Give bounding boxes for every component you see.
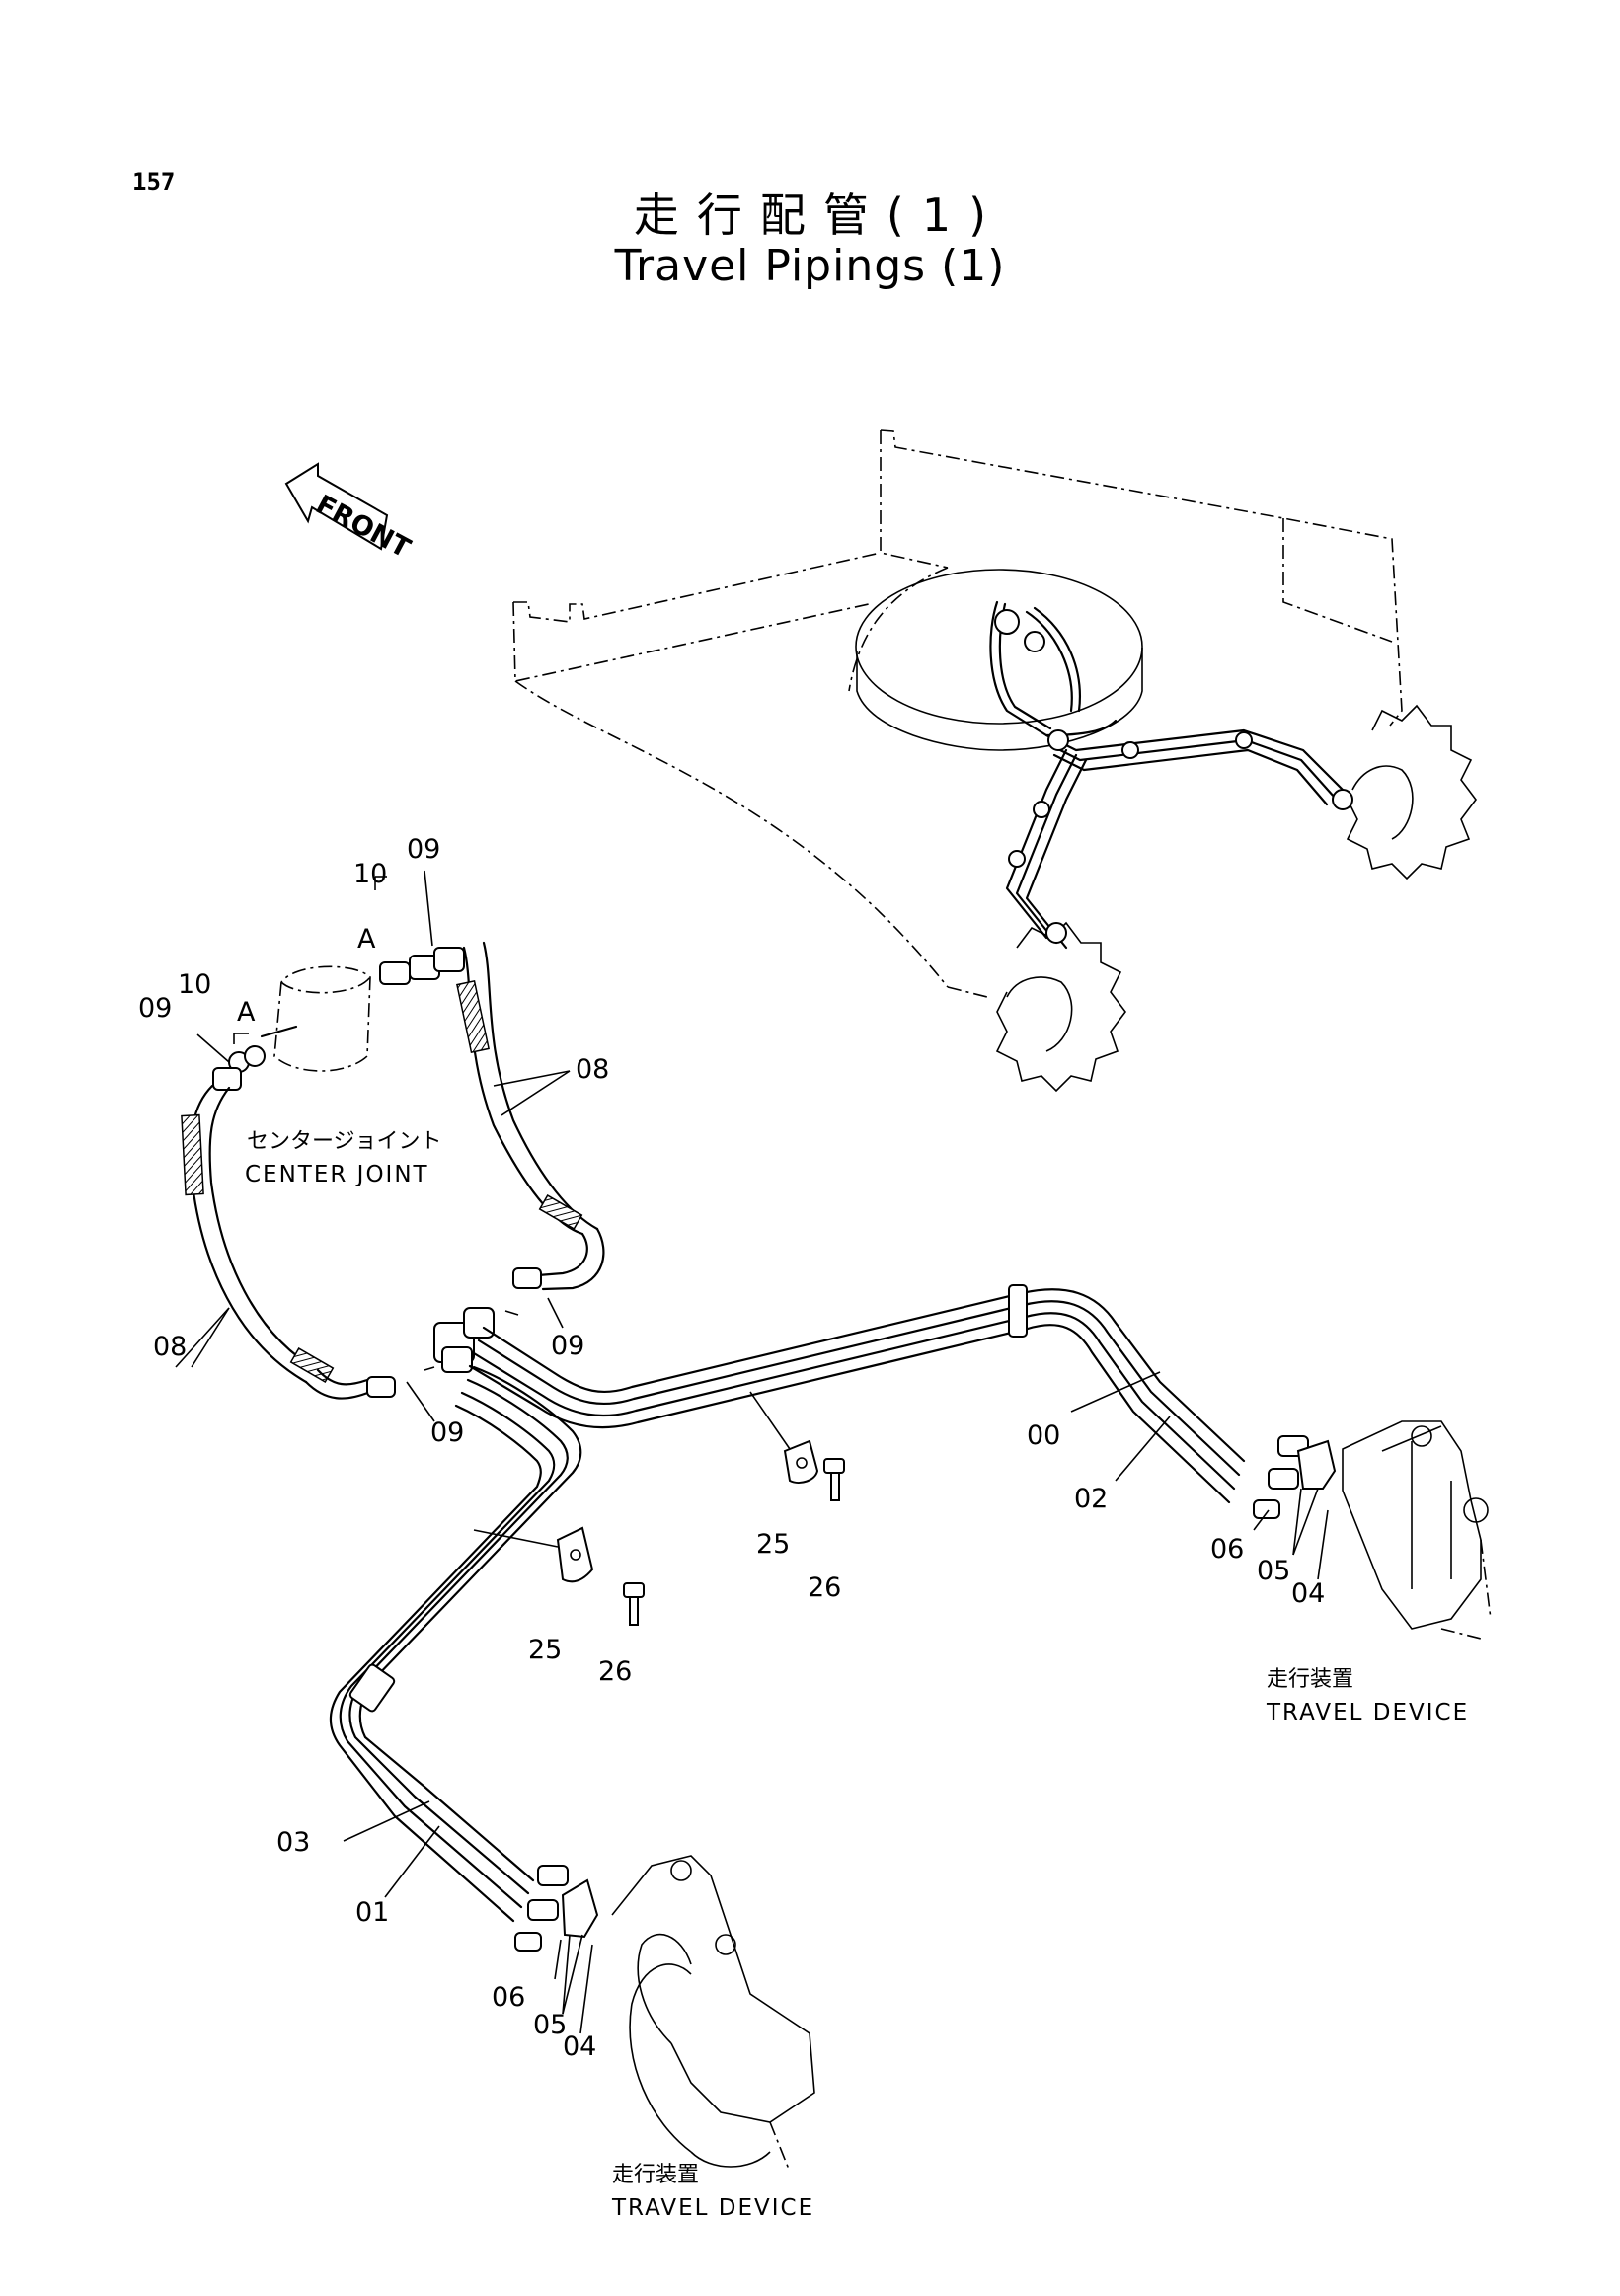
callout-labels: 09 10 A 10 09 A 08 08 09 09 00 02 25 26 … [138, 834, 1325, 2062]
component-captions: センタージョイント CENTER JOINT 走行装置 TRAVEL DEVIC… [245, 1129, 1469, 2221]
callout-02: 02 [1074, 1484, 1108, 1514]
callout-10-left: 10 [178, 969, 211, 1000]
front-arrow-icon: FRONT [284, 462, 416, 565]
travel-device-right [1253, 1420, 1492, 1640]
travel-device-bottom [514, 1855, 815, 2173]
leader-lines [175, 870, 1329, 2034]
clamp-25-left [556, 1526, 645, 1626]
clamp-25-right [783, 1439, 845, 1501]
pipes-01-03 [329, 1365, 582, 1923]
callout-08-left: 08 [153, 1332, 187, 1362]
title-japanese: 走行配管(1) [633, 189, 1005, 242]
travel-device-right-label-ja: 走行装置 [1267, 1667, 1353, 1692]
callout-01: 01 [355, 1897, 389, 1928]
callout-04-right: 04 [1291, 1578, 1325, 1609]
center-joint-label-ja: センタージョイント [247, 1129, 442, 1154]
callout-06-right: 06 [1210, 1534, 1244, 1565]
callout-09-left: 09 [138, 993, 172, 1024]
callout-09-low: 09 [430, 1417, 464, 1448]
callout-26-right: 26 [808, 1572, 841, 1603]
travel-device-bottom-label-en: TRAVEL DEVICE [611, 2195, 814, 2221]
callout-04-bottom: 04 [563, 2031, 596, 2062]
callout-a-left: A [237, 997, 256, 1028]
callout-05-bottom: 05 [533, 2010, 567, 2040]
callout-10-top: 10 [353, 859, 387, 889]
track-frame [512, 429, 1477, 1093]
hose-08-left [181, 1084, 396, 1400]
callout-08-right: 08 [576, 1054, 609, 1085]
callout-06-bottom: 06 [492, 1982, 525, 2013]
callout-25-right: 25 [756, 1529, 790, 1560]
title-english: Travel Pipings (1) [614, 241, 1006, 291]
junction-block [424, 1307, 519, 1373]
callout-09-mid: 09 [551, 1331, 584, 1361]
hose-08-right [456, 941, 605, 1291]
center-joint-label-en: CENTER JOINT [245, 1162, 429, 1187]
callout-00: 00 [1027, 1420, 1060, 1451]
callout-09-top: 09 [407, 834, 440, 865]
callout-a-top: A [357, 924, 376, 955]
pipes-00-02 [468, 1284, 1246, 1504]
fittings-top [212, 876, 465, 1091]
travel-device-right-label-en: TRAVEL DEVICE [1266, 1700, 1469, 1725]
callout-03: 03 [276, 1827, 310, 1858]
callout-25-left: 25 [528, 1635, 562, 1665]
callout-26-left: 26 [598, 1656, 632, 1687]
center-joint [273, 965, 371, 1072]
frame-pipes [989, 600, 1353, 950]
travel-device-bottom-label-ja: 走行装置 [612, 2163, 699, 2187]
callout-05-right: 05 [1257, 1556, 1290, 1586]
page-number: 157 [132, 168, 176, 195]
